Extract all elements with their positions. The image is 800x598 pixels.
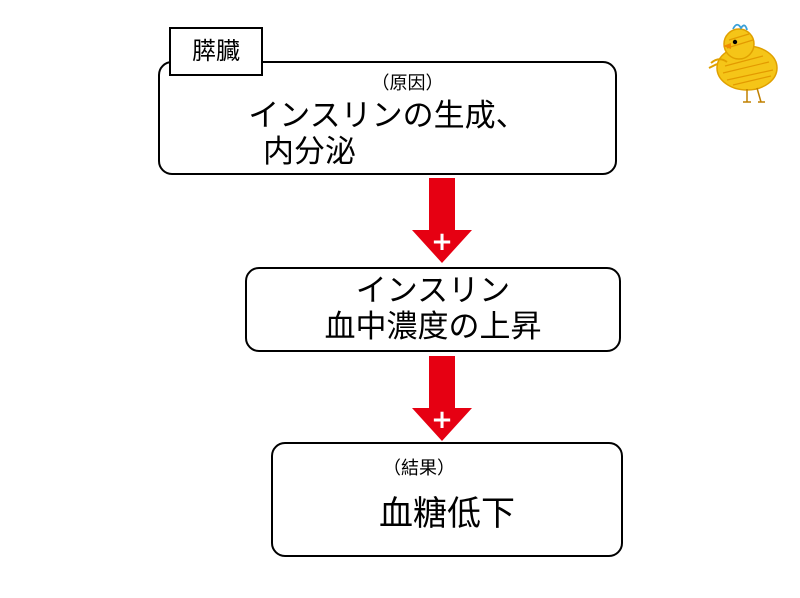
insulin-level-box: インスリン 血中濃度の上昇 (245, 267, 621, 352)
cause-box: （原因） インスリンの生成、 内分泌 (158, 61, 617, 175)
cause-note: （原因） (371, 73, 444, 94)
arrow-shape (412, 178, 472, 263)
chick-mascot-icon (708, 23, 778, 103)
cause-line-2: 内分泌 (263, 134, 356, 170)
arrow-sign: + (431, 405, 453, 435)
middle-line-2: 血中濃度の上昇 (324, 309, 542, 345)
increase-arrow-2: + (412, 356, 472, 441)
cause-line-1: インスリンの生成、 (248, 98, 527, 134)
arrow-shape (412, 356, 472, 441)
middle-line-1: インスリン (355, 273, 511, 309)
increase-arrow-1: + (412, 178, 472, 263)
result-box: （結果） 血糖低下 (271, 442, 623, 557)
arrow-sign: + (431, 227, 453, 257)
result-line-1: 血糖低下 (379, 494, 515, 534)
result-note: （結果） (383, 458, 455, 479)
organ-label: 膵臓 (169, 27, 263, 76)
